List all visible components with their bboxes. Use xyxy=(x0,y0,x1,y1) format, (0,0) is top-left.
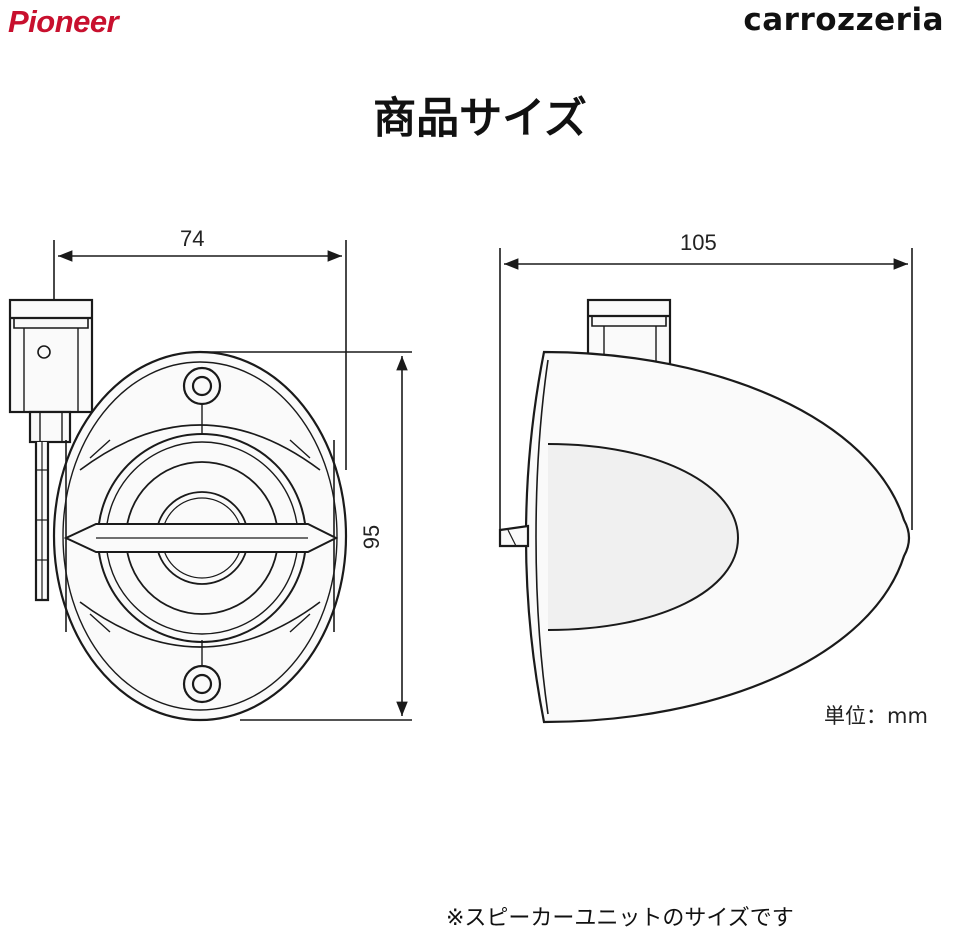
side-connector xyxy=(586,298,672,366)
front-width-dimension xyxy=(53,240,347,470)
side-depth-label: 105 xyxy=(680,230,717,255)
front-screw-top xyxy=(182,366,222,406)
front-grille-bar xyxy=(63,523,339,553)
pioneer-logo: Pioneer xyxy=(8,4,119,39)
page-title: 商品サイズ xyxy=(373,94,587,144)
side-depth-dimension xyxy=(499,248,913,530)
front-view xyxy=(8,298,348,722)
footnote: ※スピーカーユニットのサイズです xyxy=(446,906,794,931)
front-height-label: 95 xyxy=(359,524,385,550)
front-height-dimension xyxy=(200,351,412,721)
unit-label: 単位：mm xyxy=(824,704,928,728)
front-cable xyxy=(34,442,50,602)
front-screw-bottom xyxy=(182,664,222,704)
front-width-label: 74 xyxy=(180,226,205,251)
side-view xyxy=(498,298,911,724)
side-lens xyxy=(547,443,740,631)
carrozzeria-logo: carrozzeria xyxy=(743,2,944,38)
side-rear-tab xyxy=(498,524,530,548)
front-connector xyxy=(8,298,94,444)
